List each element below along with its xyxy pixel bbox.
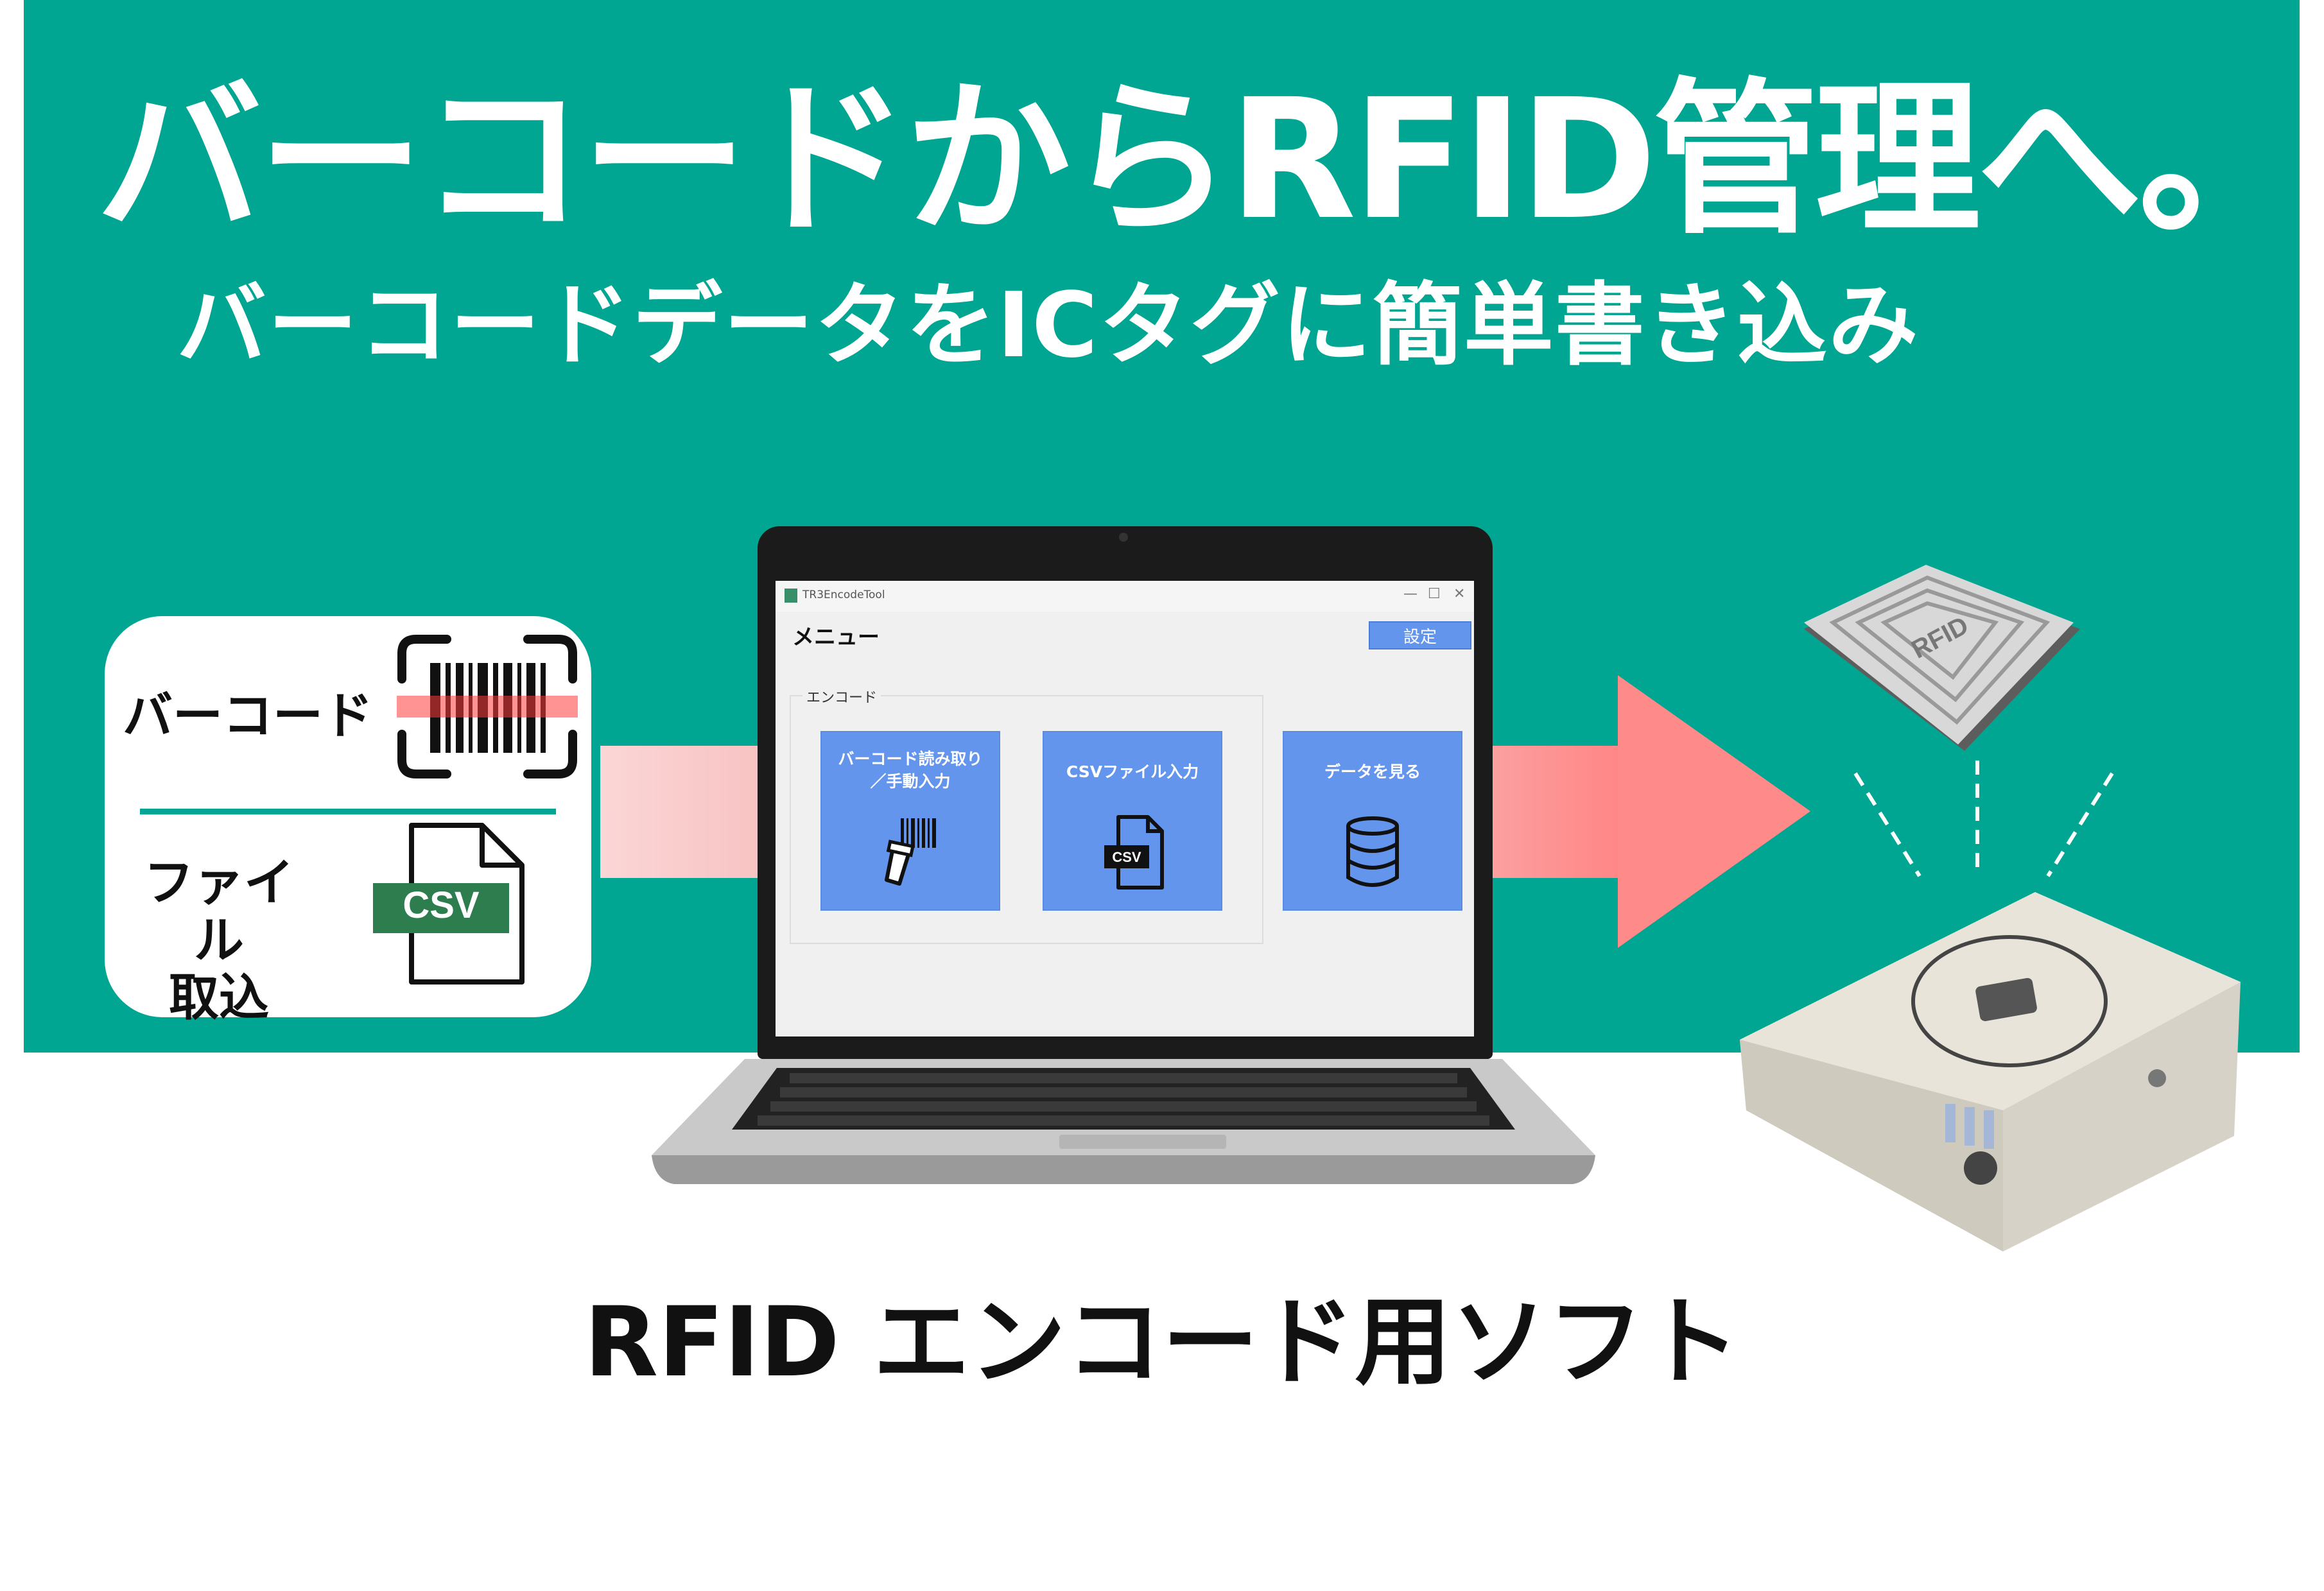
- csv-import-button[interactable]: CSVファイル入力 CSV: [1043, 731, 1222, 911]
- minimize-button[interactable]: —: [1403, 586, 1418, 602]
- view-data-button[interactable]: データを見る: [1283, 731, 1462, 911]
- maximize-button[interactable]: ☐: [1428, 586, 1441, 602]
- headline: バーコードからRFID管理へ。: [96, 64, 2304, 256]
- encode-group: エンコード: [790, 686, 1263, 944]
- encode-group-label: エンコード: [802, 686, 881, 707]
- app-window: TR3EncodeTool — ☐ ✕ メニュー 設定 エンコード バーコード読…: [776, 581, 1474, 1036]
- input-method-card: バーコード ファイル 取込 CSV: [105, 616, 591, 1027]
- csv-icon-text: CSV: [1112, 849, 1141, 865]
- csv-file-icon: CSV: [1104, 815, 1164, 890]
- webcam-icon: [1119, 533, 1128, 542]
- barcode-scanner-icon: [885, 818, 936, 886]
- barcode-scan-icon: [397, 635, 578, 778]
- rfid-tag-icon: RFID: [1804, 565, 2080, 751]
- card-divider: [140, 809, 556, 814]
- rfid-reader-device: [1740, 892, 2241, 1251]
- window-title: TR3EncodeTool: [802, 589, 885, 601]
- file-import-label: ファイル 取込: [143, 854, 294, 1028]
- close-button[interactable]: ✕: [1453, 586, 1466, 602]
- database-icon: [1346, 816, 1399, 887]
- settings-button[interactable]: 設定: [1369, 621, 1471, 649]
- signal-lines-icon: [1853, 761, 2114, 877]
- arrow-head-icon: [1489, 675, 1810, 948]
- tile-label: CSVファイル入力: [1066, 762, 1199, 781]
- tile-label: データを見る: [1324, 762, 1421, 781]
- arrow-tail: [600, 746, 758, 878]
- app-icon: [785, 589, 797, 603]
- tile-label: バーコード読み取り ／手動入力: [838, 750, 983, 791]
- subheadline: バーコードデータをICタグに簡単書き込み: [177, 273, 1920, 378]
- laptop-keyboard-base: [652, 1059, 1595, 1184]
- csv-badge-text: CSV: [403, 884, 480, 926]
- laptop: TR3EncodeTool — ☐ ✕ メニュー 設定 エンコード バーコード読…: [648, 526, 1599, 1219]
- csv-file-icon: CSV: [373, 823, 525, 985]
- window-titlebar: TR3EncodeTool — ☐ ✕: [776, 581, 1474, 612]
- menu-title: メニュー: [792, 624, 880, 650]
- barcode-read-button[interactable]: バーコード読み取り ／手動入力: [820, 731, 1000, 911]
- footer-title: RFID エンコード用ソフト: [584, 1287, 1740, 1398]
- barcode-label: バーコード: [123, 687, 374, 745]
- laptop-screen-bezel: TR3EncodeTool — ☐ ✕ メニュー 設定 エンコード バーコード読…: [758, 526, 1493, 1059]
